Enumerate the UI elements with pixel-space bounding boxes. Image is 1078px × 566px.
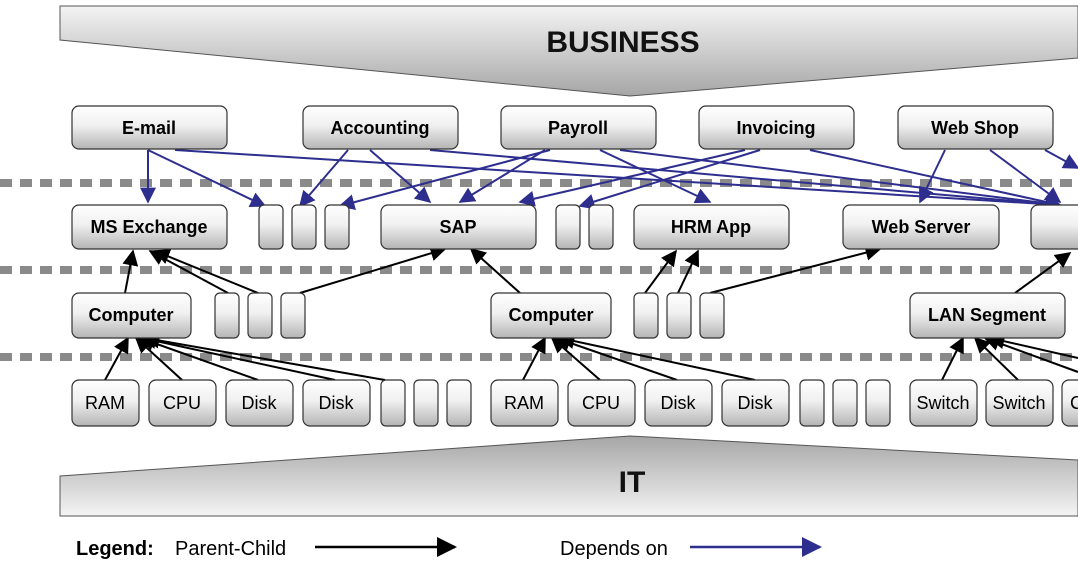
app-box-hrm-app[interactable]: HRM App	[633, 204, 790, 250]
component-ram-left[interactable]: RAM	[71, 379, 140, 427]
slim-box	[555, 204, 581, 250]
component-cpu-left[interactable]: CPU	[148, 379, 217, 427]
app-label-web-server: Web Server	[872, 217, 971, 237]
component-switch-2[interactable]: Switch	[985, 379, 1054, 427]
service-label-invoicing: Invoicing	[736, 118, 815, 138]
slim-box	[324, 204, 350, 250]
component-slim-boxes	[380, 379, 891, 427]
app-label-hrm-app: HRM App	[671, 217, 751, 237]
slim-box	[446, 379, 472, 427]
slim-box	[214, 292, 240, 339]
business-services-row: E-mail Accounting Payroll Invoicing Web …	[71, 105, 1054, 150]
infra-box-lan-segment[interactable]: LAN Segment	[909, 292, 1066, 339]
component-switch-1[interactable]: Switch	[909, 379, 978, 427]
component-label: Switch	[916, 393, 969, 413]
slim-box	[380, 379, 406, 427]
component-label: CPU	[163, 393, 201, 413]
it-banner: IT	[59, 435, 1078, 517]
infra-label-lan-segment: LAN Segment	[928, 305, 1046, 325]
service-box-accounting[interactable]: Accounting	[302, 105, 459, 150]
component-label: Disk	[661, 393, 697, 413]
app-label-ms-exchange: MS Exchange	[90, 217, 207, 237]
component-disk-left-2[interactable]: Disk	[302, 379, 371, 427]
components-row: RAM CPU Disk Disk RAM CPU Disk Disk	[71, 379, 1078, 427]
component-disk-mid-2[interactable]: Disk	[721, 379, 790, 427]
applications-row: MS Exchange SAP HRM App Web Server	[71, 204, 1078, 250]
slim-box	[666, 292, 692, 339]
app-slim-boxes	[258, 204, 614, 250]
slim-box	[832, 379, 858, 427]
infra-slim-boxes	[214, 292, 725, 339]
infrastructure-row: Computer Computer LAN Segment	[71, 292, 1066, 339]
service-label-payroll: Payroll	[548, 118, 608, 138]
slim-box	[247, 292, 273, 339]
slim-box	[699, 292, 725, 339]
service-box-email[interactable]: E-mail	[71, 105, 228, 150]
service-box-payroll[interactable]: Payroll	[500, 105, 657, 150]
component-label: Disk	[242, 393, 278, 413]
slim-box	[280, 292, 306, 339]
component-cpu-mid[interactable]: CPU	[567, 379, 636, 427]
component-partial[interactable]: C	[1061, 379, 1078, 427]
slim-box	[799, 379, 825, 427]
component-label: Disk	[738, 393, 774, 413]
slim-box	[413, 379, 439, 427]
app-box-partial[interactable]	[1030, 204, 1078, 250]
service-label-accounting: Accounting	[331, 118, 430, 138]
legend-title: Legend:	[76, 538, 154, 560]
depends-on-arrows	[140, 149, 1078, 213]
business-banner: BUSINESS	[59, 5, 1078, 97]
app-box-sap[interactable]: SAP	[380, 204, 537, 250]
component-disk-mid-1[interactable]: Disk	[644, 379, 713, 427]
legend-depends-on-label: Depends on	[560, 538, 668, 560]
component-label: CPU	[582, 393, 620, 413]
component-label: Switch	[992, 393, 1045, 413]
slim-box	[291, 204, 317, 250]
infra-box-computer-left[interactable]: Computer	[71, 292, 192, 339]
infra-label-computer-mid: Computer	[509, 305, 594, 325]
component-disk-left-1[interactable]: Disk	[225, 379, 294, 427]
legend-parent-child-label: Parent-Child	[175, 538, 287, 560]
infra-label-computer-left: Computer	[89, 305, 174, 325]
component-label: C	[1070, 393, 1078, 413]
component-ram-mid[interactable]: RAM	[490, 379, 559, 427]
slim-box	[258, 204, 284, 250]
service-label-webshop: Web Shop	[931, 118, 1019, 138]
service-box-invoicing[interactable]: Invoicing	[698, 105, 855, 150]
slim-box	[865, 379, 891, 427]
parent-child-arrows	[104, 244, 1078, 381]
it-banner-label: IT	[619, 466, 646, 499]
slim-box	[588, 204, 614, 250]
slim-box	[633, 292, 659, 339]
component-label: RAM	[504, 393, 544, 413]
component-label: Disk	[319, 393, 355, 413]
app-box-web-server[interactable]: Web Server	[842, 204, 1000, 250]
service-label-email: E-mail	[122, 118, 176, 138]
component-label: RAM	[85, 393, 125, 413]
infra-box-computer-mid[interactable]: Computer	[490, 292, 612, 339]
app-box-ms-exchange[interactable]: MS Exchange	[71, 204, 228, 250]
business-banner-label: BUSINESS	[546, 26, 699, 59]
app-label-sap: SAP	[439, 217, 476, 237]
service-box-webshop[interactable]: Web Shop	[897, 105, 1054, 150]
